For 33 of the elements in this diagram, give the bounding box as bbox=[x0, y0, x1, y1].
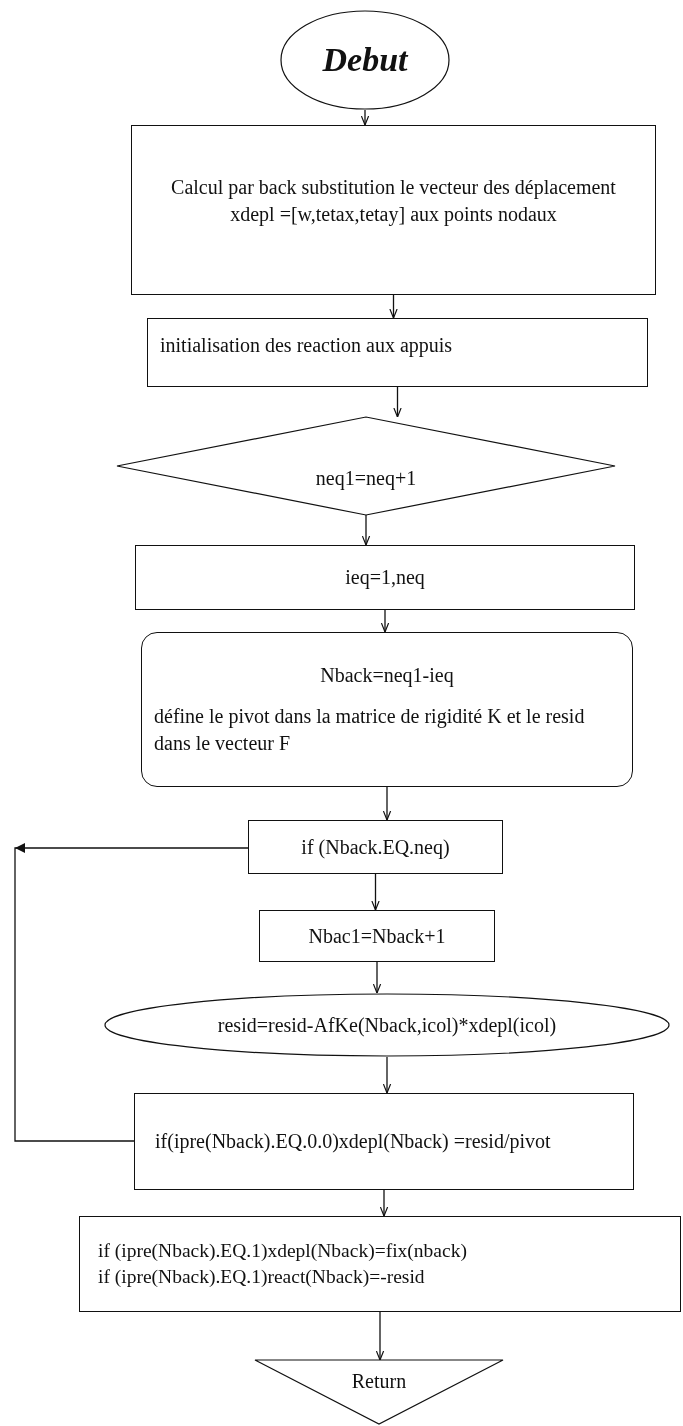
process-box bbox=[259, 910, 495, 962]
node-text: défine le pivot dans la matrice de rigidité K et le resid dans le vecteur F bbox=[154, 704, 586, 756]
process-box bbox=[134, 1093, 634, 1190]
start-label: Debut bbox=[321, 40, 410, 81]
arrow bbox=[382, 786, 392, 821]
node-text: Calcul par back substitution le vecteur des déplacement xdepl =[w,tetax,tetay] aux points nodaux bbox=[170, 175, 617, 228]
arrow bbox=[372, 961, 382, 994]
process-box bbox=[248, 820, 503, 874]
process-box bbox=[147, 318, 648, 387]
node-text: resid=resid-AfKe(Nback,icol)*xdepl(icol) bbox=[216, 1012, 558, 1039]
process-box bbox=[79, 1216, 681, 1312]
arrow bbox=[371, 873, 380, 911]
arrow bbox=[380, 609, 390, 633]
node-text: Nbac1=Nback+1 bbox=[307, 923, 447, 949]
node-text: neq1=neq+1 bbox=[314, 465, 418, 492]
arrow bbox=[389, 294, 398, 319]
arrow bbox=[379, 1189, 389, 1217]
node-text: if (Nback.EQ.neq) bbox=[300, 834, 451, 861]
process-box bbox=[135, 545, 635, 610]
node-text: if(ipre(Nback).EQ.0.0)xdepl(Nback) =resid/pivot bbox=[155, 1129, 552, 1155]
arrow bbox=[361, 514, 371, 546]
arrow bbox=[360, 109, 370, 126]
node-text: if (ipre(Nback).EQ.1)xdepl(Nback)=fix(nback) bbox=[98, 1238, 468, 1263]
rounded-process-box bbox=[141, 632, 633, 787]
arrow bbox=[375, 1311, 385, 1361]
process-box bbox=[131, 125, 656, 295]
node-text: if (ipre(Nback).EQ.1)react(Nback)=-resid bbox=[98, 1265, 426, 1289]
arrow bbox=[382, 1056, 392, 1094]
return-label: Return bbox=[350, 1368, 408, 1394]
arrow bbox=[393, 386, 402, 418]
node-text: initialisation des reaction aux appuis bbox=[160, 333, 454, 359]
node-text: Nback=neq1-ieq bbox=[319, 663, 455, 689]
node-text: ieq=1,neq bbox=[344, 565, 426, 591]
